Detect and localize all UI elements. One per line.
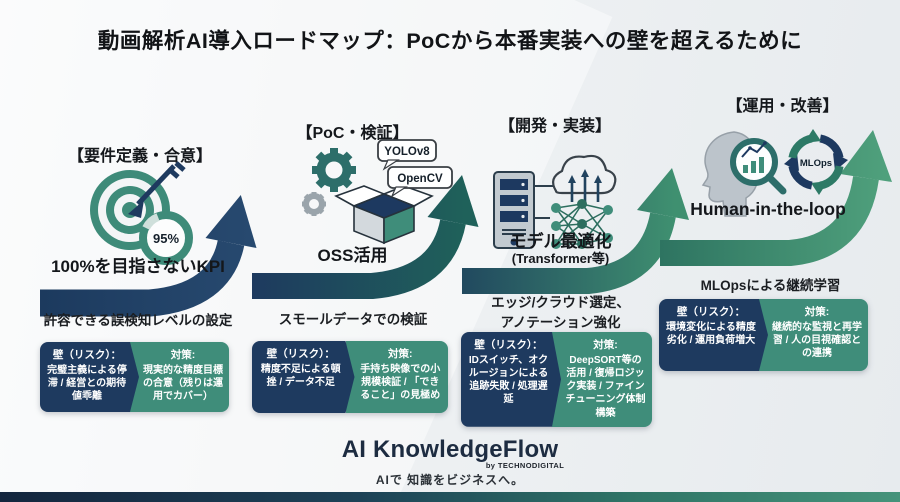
svg-text:YOLOv8: YOLOv8 <box>384 146 430 158</box>
stage3-sublabel: エッジ/クラウド選定、 アノテーション強化 <box>491 295 630 330</box>
stage1-risk-counter-box: 壁（リスク）： 完璧主義による停滞 / 経営との期待値乖離 対策: 現実的な精度… <box>40 342 238 412</box>
counter-box: 対策: 継続的な監視と再学習 / 人の目視確認との連携 <box>759 299 868 371</box>
risk-body: 環境変化による精度劣化 / 運用負荷増大 <box>666 321 756 347</box>
stage4-risk-counter-box: 壁（リスク）： 環境変化による精度劣化 / 運用負荷増大 対策: 継続的な監視と… <box>659 299 877 371</box>
counter-box: 対策: 手持ち映像での小規模検証 / 「できること」の見極め <box>345 341 448 413</box>
arrow-stage-2 <box>252 175 479 299</box>
counter-title: 対策: <box>170 349 196 361</box>
stage3-header: 【開発・実装】 <box>498 118 611 135</box>
counter-box: 対策: 現実的な精度目標の合意（残りは運用でカバー） <box>130 342 229 412</box>
counter-body: 現実的な精度目標の合意（残りは運用でカバー） <box>143 364 223 403</box>
counter-body: 継続的な監視と再学習 / 人の目視確認との連携 <box>772 321 862 360</box>
opencv-tag: OpenCV <box>387 166 453 198</box>
footer-accent-bar <box>0 492 900 502</box>
small-gear-icon <box>302 192 326 216</box>
open-box-icon <box>334 185 434 245</box>
counter-box: 対策: DeepSORT等の活用 / 復帰ロジック実装 / ファインチューニング… <box>552 332 652 427</box>
stage4-label: Human-in-the-loop <box>690 199 846 219</box>
mlops-cycle-icon: MLOps <box>784 129 848 195</box>
counter-title: 対策: <box>388 348 413 360</box>
stage4-header: 【運用・改善】 <box>726 98 839 115</box>
risk-title: 壁（リスク）： <box>266 348 335 360</box>
yolov8-tag: YOLOv8 <box>377 139 437 171</box>
risk-box: 壁（リスク）： 完璧主義による停滞 / 経営との期待値乖離 <box>40 342 139 412</box>
risk-title: 壁（リスク）： <box>676 306 746 318</box>
target-icon: 95% <box>90 161 193 265</box>
brand-logo: AI KnowledgeFlow <box>341 436 559 463</box>
stage3-risk-counter-box: 壁（リスク）： IDスイッチ、オクルージョンによる追跡失敗 / 処理遅延 対策:… <box>461 332 661 427</box>
svg-text:MLOps: MLOps <box>800 158 832 169</box>
risk-title: 壁（リスク）： <box>474 339 543 351</box>
stage1-sublabel: 許容できる誤検知レベルの設定 <box>43 313 233 328</box>
human-in-loop-icon: MLOps <box>701 129 848 217</box>
server-icon <box>493 171 535 249</box>
counter-title: 対策: <box>804 306 830 318</box>
stage1-label: 100%を目指さないKPI <box>51 257 225 276</box>
stage2-header: 【PoC・検証】 <box>296 125 409 142</box>
brand-byline: by TECHNODIGITAL <box>485 461 565 470</box>
stage3-label: モデル最適化 <box>509 232 612 251</box>
risk-body: 精度不足による頓挫 / データ不足 <box>260 363 341 389</box>
risk-box: 壁（リスク）： 環境変化による精度劣化 / 運用負荷増大 <box>659 299 768 371</box>
svg-text:95%: 95% <box>153 231 179 246</box>
counter-title: 対策: <box>593 339 618 351</box>
arrow-stage-4 <box>660 130 892 266</box>
model-optimization-icon <box>493 154 617 249</box>
arrow-stage-1 <box>40 195 257 317</box>
cloud-icon <box>551 154 617 204</box>
stage2-sublabel: スモールデータでの検証 <box>278 312 428 327</box>
arrow-stage-3 <box>462 168 689 294</box>
accuracy-badge: 95% <box>139 211 193 265</box>
risk-body: IDスイッチ、オクルージョンによる追跡失敗 / 処理遅延 <box>468 354 549 406</box>
counter-body: DeepSORT等の活用 / 復帰ロジック実装 / ファインチューニング体制構築 <box>565 354 646 419</box>
risk-title: 壁（リスク）： <box>52 349 122 361</box>
stage4-sublabel: MLOpsによる継続学習 <box>700 278 841 293</box>
stage2-label: OSS活用 <box>317 246 388 265</box>
stage1-header: 【要件定義・合意】 <box>67 148 212 165</box>
gear-icon <box>312 148 356 192</box>
risk-box: 壁（リスク）： 精度不足による頓挫 / データ不足 <box>252 341 355 413</box>
risk-body: 完璧主義による停滞 / 経営との期待値乖離 <box>47 364 127 403</box>
brand-tagline: AIで 知識をビジネスへ。 <box>375 473 525 487</box>
magnifier-chart-icon <box>730 138 787 195</box>
stage2-risk-counter-box: 壁（リスク）： 精度不足による頓挫 / データ不足 対策: 手持ち映像での小規模… <box>252 341 457 413</box>
page-title: 動画解析AI導入ロードマップ：PoCから本番実装への壁を超えるために <box>97 29 803 53</box>
oss-tools-icon: YOLOv8 OpenCV <box>302 139 453 245</box>
svg-text:OpenCV: OpenCV <box>397 173 443 185</box>
neural-network-icon <box>551 199 613 249</box>
counter-body: 手持ち映像での小規模検証 / 「できること」の見極め <box>360 363 441 402</box>
risk-box: 壁（リスク）： IDスイッチ、オクルージョンによる追跡失敗 / 処理遅延 <box>461 332 561 427</box>
stage3-label2: (Transformer等) <box>511 251 610 266</box>
